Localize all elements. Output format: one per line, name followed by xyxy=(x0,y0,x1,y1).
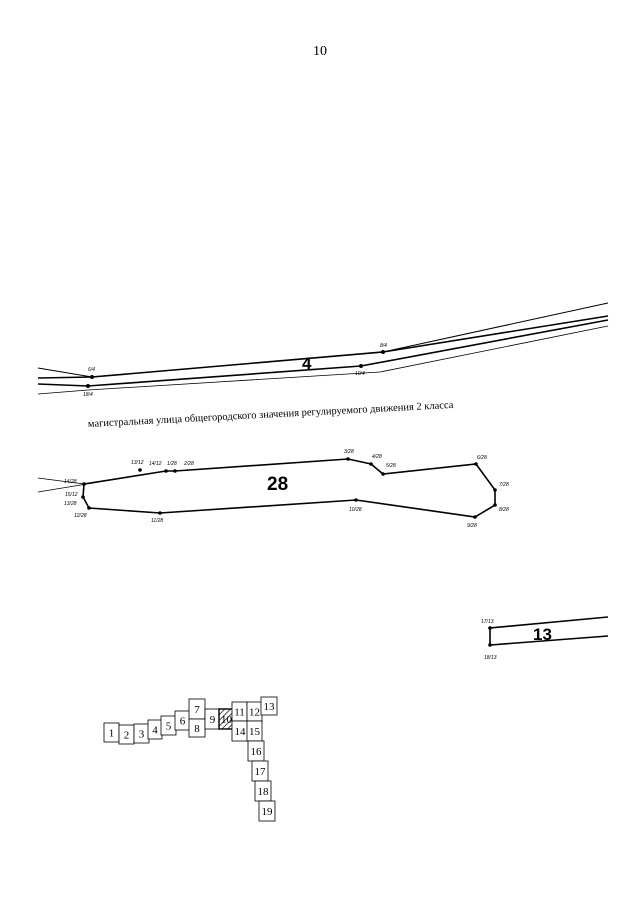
label-13-12: 13/12 xyxy=(131,460,144,466)
sheet-box-13 xyxy=(260,696,278,716)
point-10-4 xyxy=(359,364,363,368)
label-17-13: 17/13 xyxy=(481,619,494,625)
label-3-28: 3/28 xyxy=(344,449,354,455)
zone-4-boundary-top xyxy=(37,315,609,379)
label-14-28: 14/28 xyxy=(64,479,77,485)
road-edge-upper xyxy=(37,302,609,378)
zone-13-label: 13 xyxy=(533,625,552,644)
label-18-4: 18/4 xyxy=(83,392,93,398)
sheet-number-7: 7 xyxy=(194,704,200,716)
sheet-number-15: 15 xyxy=(249,726,261,738)
zone-28-boundary xyxy=(82,458,496,518)
street-label: магистральная улица общегородского значе… xyxy=(88,400,454,430)
point-14-28 xyxy=(82,482,86,486)
point-6-28 xyxy=(474,462,478,466)
point-11-28 xyxy=(158,511,162,515)
point-18-13 xyxy=(488,643,492,647)
point-4-28 xyxy=(369,462,373,466)
label-15-12: 15/12 xyxy=(65,492,78,498)
point-8-4 xyxy=(381,350,385,354)
label-12-28: 12/28 xyxy=(74,513,87,519)
zone-13: 17/13 18/13 13 xyxy=(481,616,609,661)
point-13-28 xyxy=(81,495,85,499)
sheet-number-4: 4 xyxy=(152,725,158,737)
sheet-box-19 xyxy=(258,800,276,822)
road-edge-lower xyxy=(37,325,609,395)
label-11-28: 11/28 xyxy=(151,518,163,524)
sheet-number-19: 19 xyxy=(262,806,274,818)
label-7-28: 7/28 xyxy=(499,482,509,488)
sheet-number-1: 1 xyxy=(109,728,115,740)
label-9-28: 9/28 xyxy=(467,523,477,529)
point-18-4 xyxy=(86,384,90,388)
sheet-number-5: 5 xyxy=(166,721,172,733)
sheet-number-8: 8 xyxy=(194,723,200,735)
sheet-number-16: 16 xyxy=(251,746,263,758)
point-8-28 xyxy=(493,503,497,507)
point-2-28 xyxy=(173,469,177,473)
label-4-28: 4/28 xyxy=(372,454,382,460)
sheet-number-18: 18 xyxy=(258,786,270,798)
point-13-12 xyxy=(138,468,142,472)
sheet-number-9: 9 xyxy=(210,714,216,726)
sheet-number-13: 13 xyxy=(264,701,276,713)
point-5-28 xyxy=(381,472,385,476)
zone-28: 13/12 14/12 1/28 2/28 3/28 4/28 5/28 6/2… xyxy=(37,449,509,529)
sheet-number-6: 6 xyxy=(180,716,186,728)
zone-28-label: 28 xyxy=(267,474,288,495)
sheet-number-12: 12 xyxy=(249,707,260,719)
label-6-4: 6/4 xyxy=(88,367,95,373)
zone-12-boundary-line-lower xyxy=(37,477,85,485)
label-10-4: 10/4 xyxy=(355,371,365,377)
point-12-28 xyxy=(87,506,91,510)
label-8-28: 8/28 xyxy=(499,507,509,513)
sheet-number-3: 3 xyxy=(139,729,145,741)
label-13-28: 13/28 xyxy=(64,501,77,507)
label-14-12: 14/12 xyxy=(149,461,162,467)
point-3-28 xyxy=(346,457,350,461)
point-9-28 xyxy=(473,515,477,519)
point-17-13 xyxy=(488,626,492,630)
sheet-number-14: 14 xyxy=(235,726,247,738)
label-8-4: 8/4 xyxy=(380,343,387,349)
point-7-28 xyxy=(493,488,497,492)
label-18-13: 18/13 xyxy=(484,655,497,661)
sheet-number-17: 17 xyxy=(255,766,267,778)
label-1-28: 1/28 xyxy=(167,461,177,467)
zone-13-boundary xyxy=(489,616,609,646)
label-2-28: 2/28 xyxy=(183,461,194,467)
label-10-28: 10/28 xyxy=(349,507,362,513)
zone-4-road: 6/4 8/4 10/4 18/4 4 xyxy=(37,302,609,398)
label-6-28: 6/28 xyxy=(477,455,487,461)
zone-4-label: 4 xyxy=(302,354,312,373)
point-6-4 xyxy=(90,375,94,379)
sheet-number-11: 11 xyxy=(234,707,245,719)
sheet-number-2: 2 xyxy=(124,730,130,742)
point-10-28 xyxy=(354,498,358,502)
page-number: 10 xyxy=(313,44,327,59)
zone-4-boundary-bottom xyxy=(37,319,609,387)
sheet-number-10: 10 xyxy=(221,714,233,726)
label-5-28: 5/28 xyxy=(386,463,396,469)
point-1-28 xyxy=(164,469,168,473)
